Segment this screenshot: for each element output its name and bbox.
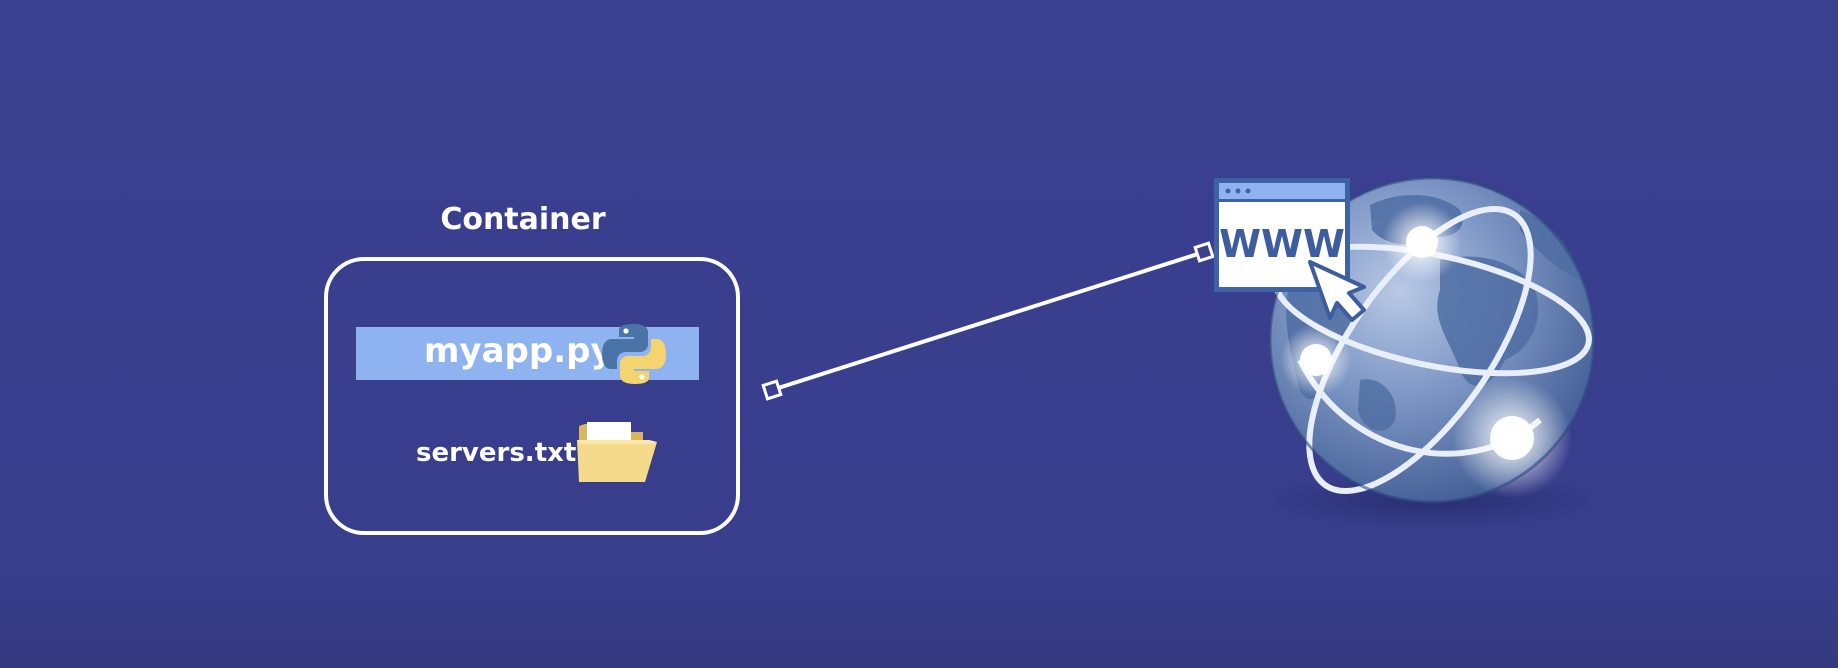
file-label-myapp: myapp.py bbox=[424, 331, 613, 371]
connector-end-handle bbox=[1193, 241, 1215, 263]
file-label-servers: servers.txt bbox=[416, 438, 577, 468]
python-icon bbox=[602, 324, 666, 384]
cursor-icon bbox=[1308, 260, 1366, 322]
container-title: Container bbox=[440, 202, 606, 237]
connector-start-handle bbox=[761, 379, 783, 401]
browser-www-label: WWW bbox=[1219, 222, 1345, 266]
container-box bbox=[324, 257, 740, 535]
connection-line bbox=[761, 241, 1215, 401]
folder-icon bbox=[577, 422, 657, 482]
